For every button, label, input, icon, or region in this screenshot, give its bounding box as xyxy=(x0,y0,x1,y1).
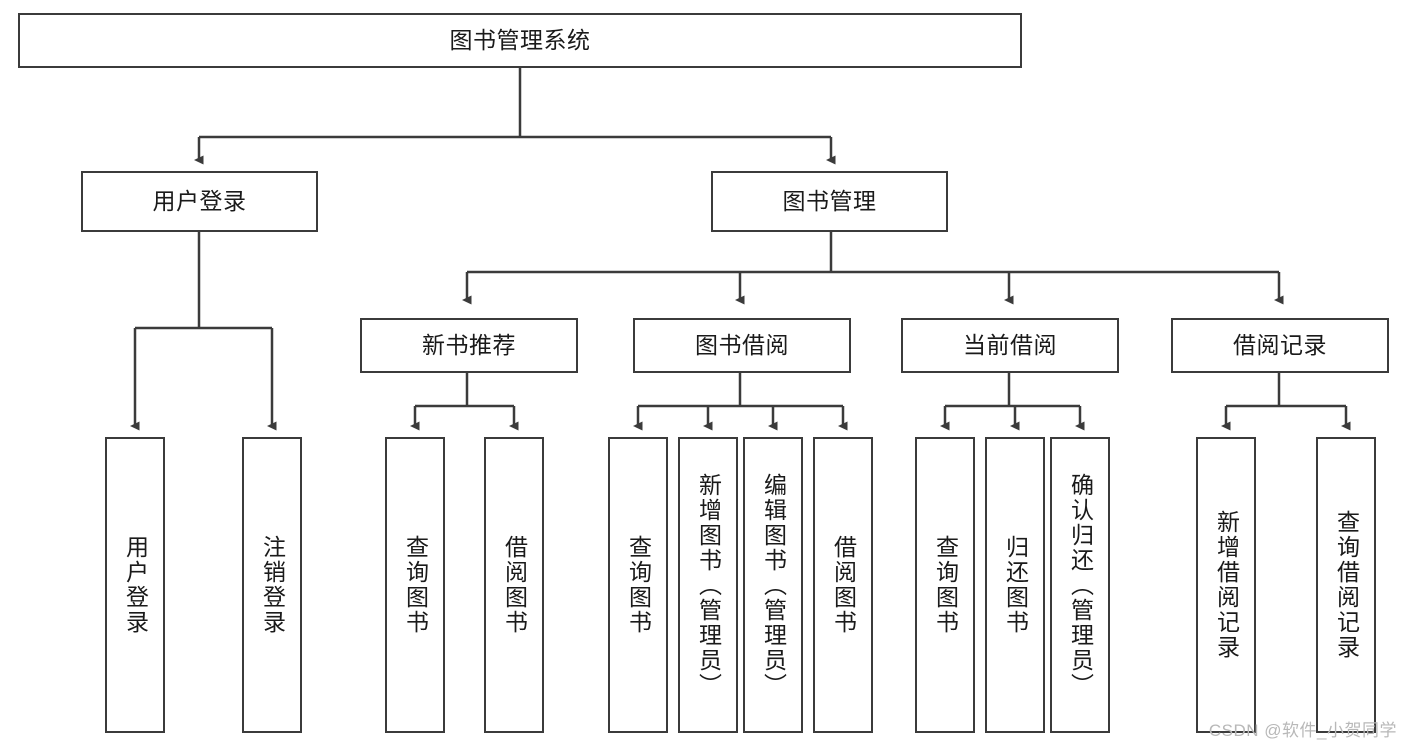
node-user-login[interactable]: 用户登录 xyxy=(81,171,318,232)
node-leaf-confirm-return[interactable]: 确认归还（管理员） xyxy=(1050,437,1110,733)
node-leaf-borrow-book-2[interactable]: 借阅图书 xyxy=(813,437,873,733)
node-book-borrow-label: 图书借阅 xyxy=(695,331,789,358)
node-new-book-recommend[interactable]: 新书推荐 xyxy=(360,318,578,373)
node-borrow-record-label: 借阅记录 xyxy=(1233,331,1327,358)
node-root[interactable]: 图书管理系统 xyxy=(18,13,1022,68)
node-leaf-edit-book-label: 编辑图书（管理员） xyxy=(760,472,787,698)
node-book-management-label: 图书管理 xyxy=(782,187,877,214)
node-borrow-record[interactable]: 借阅记录 xyxy=(1171,318,1389,373)
node-current-borrow[interactable]: 当前借阅 xyxy=(901,318,1119,373)
node-leaf-logout[interactable]: 注销登录 xyxy=(242,437,302,733)
node-leaf-user-login[interactable]: 用户登录 xyxy=(105,437,165,733)
watermark: CSDN @软件_小贺同学 xyxy=(1208,721,1397,740)
node-leaf-edit-book[interactable]: 编辑图书（管理员） xyxy=(743,437,803,733)
node-leaf-borrow-book-1-label: 借阅图书 xyxy=(501,535,528,635)
node-leaf-query-book-2-label: 查询图书 xyxy=(625,535,652,635)
node-leaf-logout-label: 注销登录 xyxy=(259,535,286,635)
node-leaf-add-book[interactable]: 新增图书（管理员） xyxy=(678,437,738,733)
node-user-login-label: 用户登录 xyxy=(152,187,247,214)
node-book-management[interactable]: 图书管理 xyxy=(711,171,948,232)
node-leaf-add-book-label: 新增图书（管理员） xyxy=(695,472,722,698)
node-leaf-add-record[interactable]: 新增借阅记录 xyxy=(1196,437,1256,733)
node-leaf-query-book-1[interactable]: 查询图书 xyxy=(385,437,445,733)
node-leaf-query-record[interactable]: 查询借阅记录 xyxy=(1316,437,1376,733)
node-leaf-query-book-3-label: 查询图书 xyxy=(932,535,959,635)
node-root-label: 图书管理系统 xyxy=(449,26,591,53)
node-leaf-query-book-3[interactable]: 查询图书 xyxy=(915,437,975,733)
node-leaf-query-book-1-label: 查询图书 xyxy=(402,535,429,635)
node-leaf-borrow-book-1[interactable]: 借阅图书 xyxy=(484,437,544,733)
node-leaf-return-book-label: 归还图书 xyxy=(1002,535,1029,635)
node-leaf-borrow-book-2-label: 借阅图书 xyxy=(830,535,857,635)
node-leaf-add-record-label: 新增借阅记录 xyxy=(1213,510,1240,660)
node-new-book-recommend-label: 新书推荐 xyxy=(422,331,516,358)
node-leaf-confirm-return-label: 确认归还（管理员） xyxy=(1067,472,1094,698)
node-leaf-return-book[interactable]: 归还图书 xyxy=(985,437,1045,733)
node-leaf-query-record-label: 查询借阅记录 xyxy=(1333,510,1360,660)
node-book-borrow[interactable]: 图书借阅 xyxy=(633,318,851,373)
node-leaf-query-book-2[interactable]: 查询图书 xyxy=(608,437,668,733)
node-leaf-user-login-label: 用户登录 xyxy=(122,535,149,635)
node-current-borrow-label: 当前借阅 xyxy=(963,331,1057,358)
